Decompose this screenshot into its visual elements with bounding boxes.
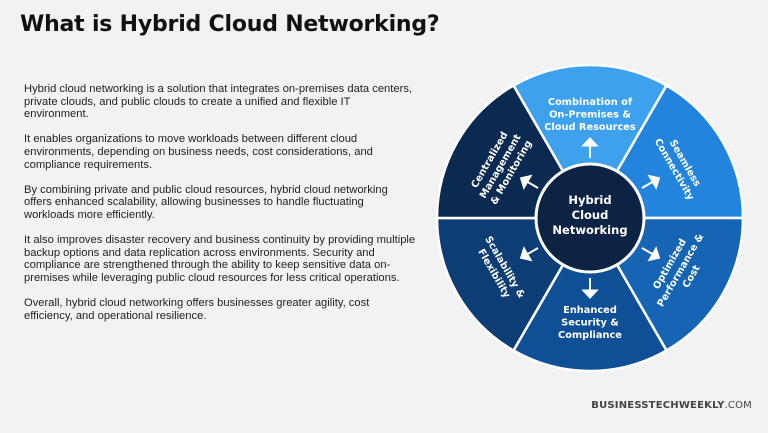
brand-name: BUSINESSTECHWEEKLY — [591, 400, 725, 411]
center-label-line: Hybrid — [568, 193, 611, 207]
label-line: Cloud Resources — [544, 122, 636, 133]
arrow-head-combination-of-on-premises-cloud-resources — [581, 137, 599, 147]
arrow-head-enhanced-security-compliance — [581, 289, 599, 299]
paragraph-1: Hybrid cloud networking is a solution th… — [24, 83, 413, 121]
arrow-head-scalability-flexibility — [519, 246, 533, 262]
paragraph-2: It enables organizations to move workloa… — [24, 133, 373, 171]
page-title: What is Hybrid Cloud Networking? — [20, 12, 440, 37]
brand-suffix: .COM — [724, 400, 752, 411]
paragraph-3: By combining private and public cloud re… — [24, 183, 388, 221]
brand-watermark: BUSINESSTECHWEEKLY.COM — [591, 400, 752, 411]
arrow-head-centralized-management-monitoring — [519, 174, 533, 190]
label-combination-of-on-premises-cloud-resources: Combination of On-Premises &Cloud Resourc… — [544, 97, 636, 133]
paragraph-4: It also improves disaster recovery and b… — [24, 234, 416, 284]
label-line: Compliance — [558, 330, 622, 341]
center-label-line: Cloud — [572, 208, 609, 222]
paragraph-5: Overall, hybrid cloud networking offers … — [24, 297, 370, 322]
description-text: Hybrid cloud networking is a solution th… — [24, 83, 416, 335]
label-line: Enhanced — [563, 305, 617, 316]
label-line: On-Premises & — [549, 110, 631, 121]
center-hub — [534, 162, 646, 274]
center-label-line: Networking — [552, 223, 627, 237]
label-line: Security & — [561, 318, 619, 329]
wheel-outer-ring — [436, 64, 744, 372]
label-line: Combination of — [548, 97, 633, 108]
arrow-head-optimized-performance-cost — [647, 246, 661, 262]
arrow-head-seamless-connectivity — [647, 174, 661, 190]
